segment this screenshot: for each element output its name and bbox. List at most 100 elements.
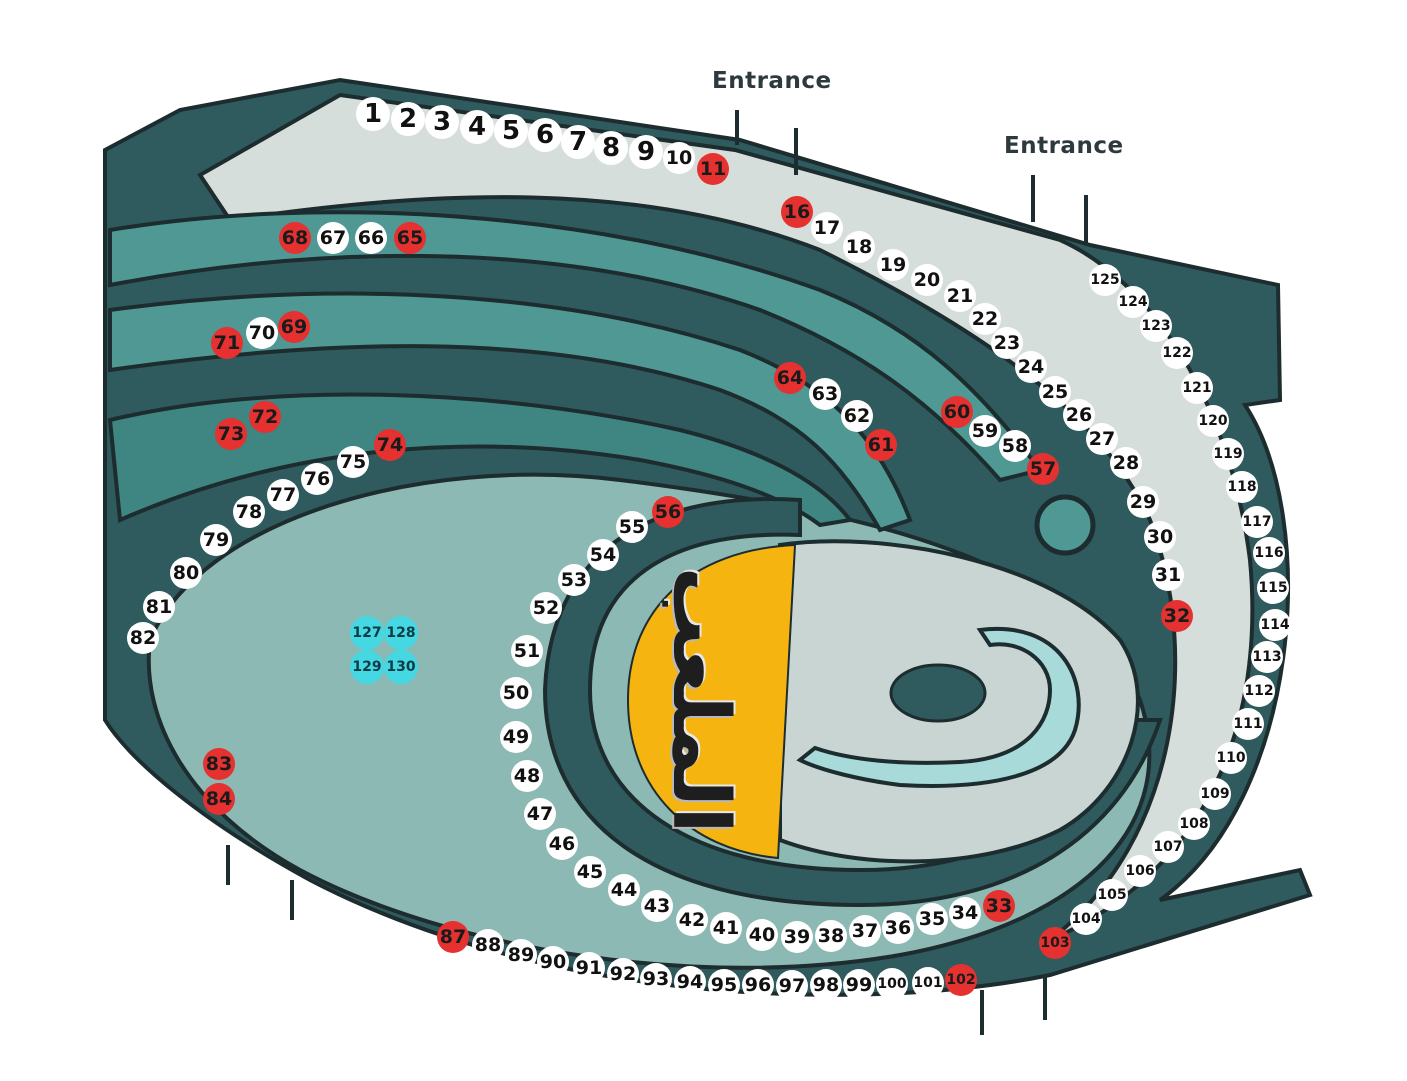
seat-95[interactable]: 95 [708,969,740,1001]
seat-1[interactable]: 1 [356,97,390,131]
seat-116[interactable]: 116 [1253,537,1285,569]
seat-37[interactable]: 37 [849,915,881,947]
seat-52[interactable]: 52 [530,592,562,624]
seat-48[interactable]: 48 [511,760,543,792]
seat-105[interactable]: 105 [1096,879,1128,911]
seat-23[interactable]: 23 [991,327,1023,359]
seat-114[interactable]: 114 [1259,609,1291,641]
seat-88[interactable]: 88 [472,929,504,961]
seat-123[interactable]: 123 [1140,310,1172,342]
seat-118[interactable]: 118 [1226,471,1258,503]
seat-129[interactable]: 129 [350,650,384,684]
seat-49[interactable]: 49 [500,721,532,753]
seat-24[interactable]: 24 [1015,351,1047,383]
seat-130[interactable]: 130 [384,650,418,684]
seat-44[interactable]: 44 [608,874,640,906]
seat-51[interactable]: 51 [511,635,543,667]
seat-77[interactable]: 77 [267,479,299,511]
seat-89[interactable]: 89 [505,939,537,971]
seat-50[interactable]: 50 [500,677,532,709]
seat-68[interactable]: 68 [279,222,311,254]
seat-4[interactable]: 4 [460,110,494,144]
seat-117[interactable]: 117 [1241,506,1273,538]
seat-19[interactable]: 19 [877,249,909,281]
seat-7[interactable]: 7 [561,125,595,159]
seat-108[interactable]: 108 [1178,808,1210,840]
seat-45[interactable]: 45 [574,856,606,888]
seat-47[interactable]: 47 [524,798,556,830]
seat-6[interactable]: 6 [528,118,562,152]
seat-67[interactable]: 67 [317,222,349,254]
seat-91[interactable]: 91 [573,952,605,984]
seat-98[interactable]: 98 [810,969,842,1001]
seat-90[interactable]: 90 [537,946,569,978]
seat-66[interactable]: 66 [355,222,387,254]
seat-54[interactable]: 54 [587,539,619,571]
seat-127[interactable]: 127 [350,616,384,650]
seat-107[interactable]: 107 [1152,831,1184,863]
seat-97[interactable]: 97 [776,970,808,1002]
seat-115[interactable]: 115 [1257,572,1289,604]
seat-46[interactable]: 46 [546,828,578,860]
seat-83[interactable]: 83 [203,748,235,780]
seat-30[interactable]: 30 [1144,521,1176,553]
seat-57[interactable]: 57 [1027,453,1059,485]
seat-112[interactable]: 112 [1243,675,1275,707]
seat-94[interactable]: 94 [674,966,706,998]
seat-25[interactable]: 25 [1039,376,1071,408]
seat-53[interactable]: 53 [558,564,590,596]
seat-63[interactable]: 63 [809,378,841,410]
seat-61[interactable]: 61 [865,429,897,461]
seat-119[interactable]: 119 [1212,438,1244,470]
seat-121[interactable]: 121 [1181,372,1213,404]
seat-73[interactable]: 73 [215,418,247,450]
seat-34[interactable]: 34 [949,897,981,929]
seat-21[interactable]: 21 [944,280,976,312]
seat-69[interactable]: 69 [278,311,310,343]
seat-60[interactable]: 60 [941,396,973,428]
seat-81[interactable]: 81 [143,591,175,623]
seat-40[interactable]: 40 [746,919,778,951]
seat-22[interactable]: 22 [969,303,1001,335]
seat-2[interactable]: 2 [391,102,425,136]
seat-84[interactable]: 84 [203,783,235,815]
seat-43[interactable]: 43 [641,890,673,922]
seat-9[interactable]: 9 [629,135,663,169]
seat-62[interactable]: 62 [841,400,873,432]
seat-27[interactable]: 27 [1086,423,1118,455]
seat-122[interactable]: 122 [1161,337,1193,369]
seat-16[interactable]: 16 [781,196,813,228]
seat-33[interactable]: 33 [983,890,1015,922]
seat-106[interactable]: 106 [1124,855,1156,887]
seat-32[interactable]: 32 [1161,600,1193,632]
seat-99[interactable]: 99 [843,969,875,1001]
seat-92[interactable]: 92 [607,958,639,990]
seat-35[interactable]: 35 [916,903,948,935]
seat-102[interactable]: 102 [945,964,977,996]
seat-8[interactable]: 8 [594,131,628,165]
seat-128[interactable]: 128 [384,616,418,650]
seat-36[interactable]: 36 [882,912,914,944]
seat-74[interactable]: 74 [374,429,406,461]
seat-28[interactable]: 28 [1110,447,1142,479]
seat-64[interactable]: 64 [774,362,806,394]
seat-10[interactable]: 10 [663,142,695,174]
seat-125[interactable]: 125 [1089,264,1121,296]
seat-31[interactable]: 31 [1152,559,1184,591]
seat-29[interactable]: 29 [1127,486,1159,518]
seat-17[interactable]: 17 [811,212,843,244]
seat-58[interactable]: 58 [999,430,1031,462]
seat-20[interactable]: 20 [911,264,943,296]
seat-42[interactable]: 42 [676,904,708,936]
seat-18[interactable]: 18 [843,231,875,263]
seat-100[interactable]: 100 [876,968,908,1000]
seat-55[interactable]: 55 [616,511,648,543]
seat-11[interactable]: 11 [697,153,729,185]
seat-111[interactable]: 111 [1232,708,1264,740]
seat-93[interactable]: 93 [640,963,672,995]
seat-71[interactable]: 71 [211,327,243,359]
seat-113[interactable]: 113 [1251,641,1283,673]
seat-109[interactable]: 109 [1199,778,1231,810]
seat-41[interactable]: 41 [710,912,742,944]
seat-72[interactable]: 72 [249,401,281,433]
